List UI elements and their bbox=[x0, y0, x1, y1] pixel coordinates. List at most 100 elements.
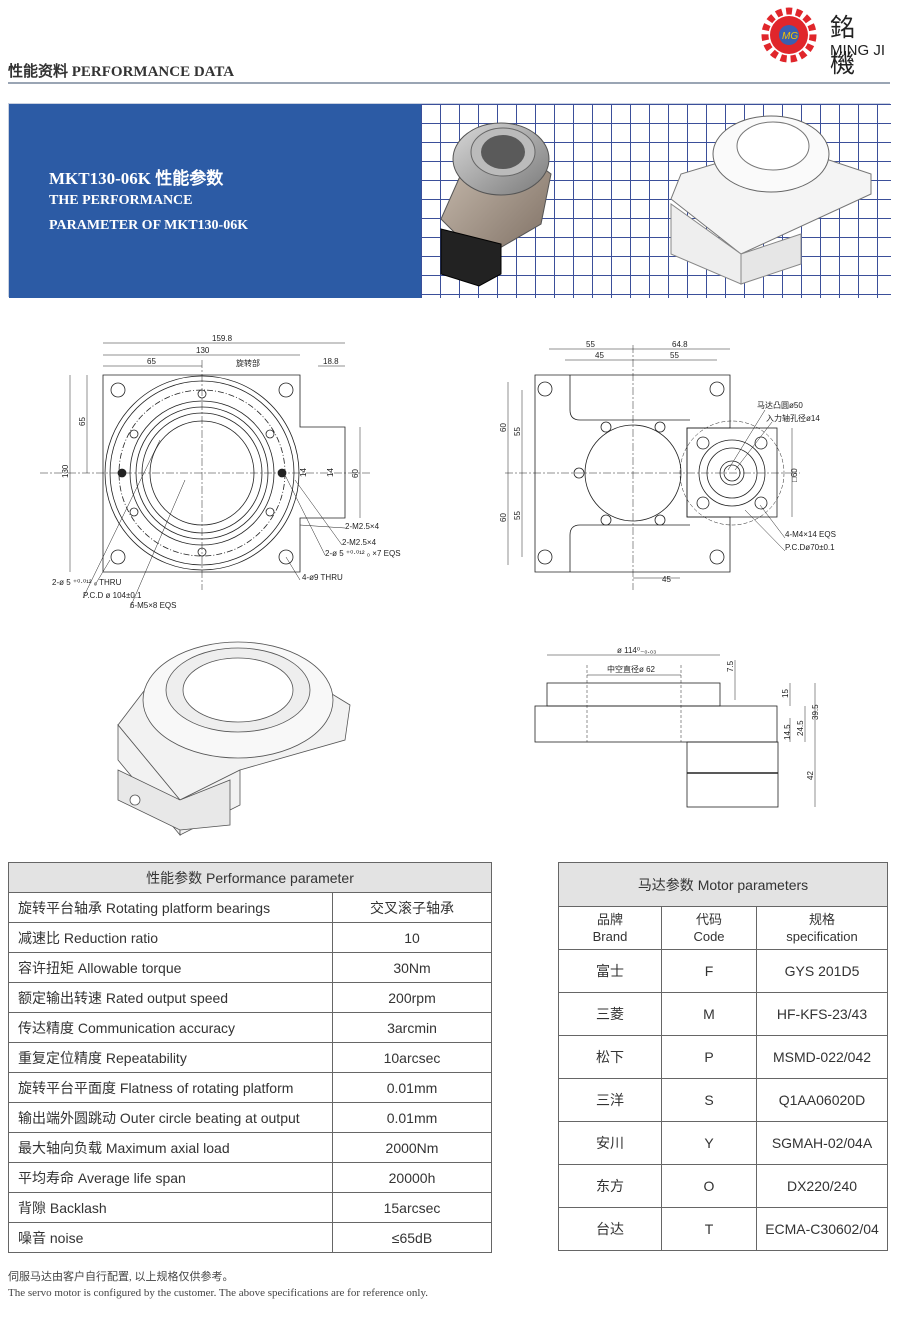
dim-24-5: 24.5 bbox=[796, 720, 805, 736]
top-view-drawing bbox=[40, 342, 370, 609]
motor-spec: SGMAH-02/04A bbox=[756, 1121, 888, 1165]
dim-114: ø 114⁰₋₀.₀₃ bbox=[617, 646, 656, 655]
dim-60: 60 bbox=[351, 469, 360, 478]
header-brand-en: Brand bbox=[592, 929, 628, 944]
param-label: 最大轴向负载 Maximum axial load bbox=[8, 1132, 333, 1163]
footnote-cn: 伺服马达由客户自行配置, 以上规格仅供参考。 bbox=[8, 1271, 234, 1283]
motor-brand: 三洋 bbox=[558, 1078, 662, 1122]
product-render-images bbox=[440, 115, 872, 287]
label-pcd-70: P.C.Dø70±0.1 bbox=[785, 543, 835, 552]
dim-55-h: 55 bbox=[586, 340, 595, 349]
motor-spec: MSMD-022/042 bbox=[756, 1035, 888, 1079]
param-label: 背隙 Backlash bbox=[8, 1192, 333, 1223]
param-value: 10arcsec bbox=[332, 1042, 492, 1073]
header-brand: 品牌 Brand bbox=[558, 906, 662, 950]
bottom-view-drawing bbox=[505, 345, 800, 590]
dim-39-5: 39.5 bbox=[811, 704, 820, 720]
motor-code: F bbox=[661, 949, 757, 993]
banner-grid-panel bbox=[421, 104, 891, 298]
param-value: 15arcsec bbox=[332, 1192, 492, 1223]
header-code-cn: 代码 bbox=[695, 912, 722, 927]
dim-55b: 55 bbox=[513, 511, 522, 520]
dim-18-8: 18.8 bbox=[323, 357, 339, 366]
motor-table-title: 马达参数 Motor parameters bbox=[558, 862, 888, 907]
param-value: 200rpm bbox=[332, 982, 492, 1013]
product-render-line bbox=[670, 115, 872, 285]
motor-brand: 三菱 bbox=[558, 992, 662, 1036]
dim-64-8: 64.8 bbox=[672, 340, 688, 349]
param-label: 传达精度 Communication accuracy bbox=[8, 1012, 333, 1043]
header-spec-cn: 规格 bbox=[808, 912, 835, 927]
label-pin-thru: 2-ø 5 ⁺⁰·⁰¹² ₀ THRU bbox=[52, 578, 122, 587]
dim-15: 15 bbox=[781, 689, 790, 698]
motor-brand: 东方 bbox=[558, 1164, 662, 1208]
logo-mark-text: MG bbox=[782, 31, 798, 42]
motor-code: S bbox=[661, 1078, 757, 1122]
technical-drawings: 159.8 130 65 18.8 130 65 60 14 14 旋转部 2-… bbox=[40, 334, 836, 837]
motor-brand: 富士 bbox=[558, 949, 662, 993]
product-render-color bbox=[440, 122, 552, 287]
motor-spec: ECMA-C30602/04 bbox=[756, 1207, 888, 1251]
motor-spec: GYS 201D5 bbox=[756, 949, 888, 993]
motor-code: M bbox=[661, 992, 757, 1036]
brand-name-cn: 銘 機 bbox=[830, 13, 860, 78]
motor-code: T bbox=[661, 1207, 757, 1251]
dim-7-5: 7.5 bbox=[726, 660, 735, 672]
dim-159-8: 159.8 bbox=[212, 334, 233, 343]
label-motor-boss: 马达凸圆ø50 bbox=[757, 400, 803, 410]
dim-14-5: 14.5 bbox=[783, 724, 792, 740]
motor-code: Y bbox=[661, 1121, 757, 1165]
dim-130-h: 130 bbox=[196, 346, 210, 355]
label-thru-9: 4-ø9 THRU bbox=[302, 573, 343, 582]
param-label: 减速比 Reduction ratio bbox=[8, 922, 333, 953]
param-value: 30Nm bbox=[332, 952, 492, 983]
label-m4: 4-M4×14 EQS bbox=[785, 530, 836, 539]
label-hollow-62: 中空直径ø 62 bbox=[607, 664, 656, 674]
side-view-drawing bbox=[534, 654, 816, 808]
label-m5: 6-M5×8 EQS bbox=[130, 601, 176, 610]
param-label: 旋转平台平面度 Flatness of rotating platform bbox=[8, 1072, 333, 1103]
banner-subtitle-2: PARAMETER OF MKT130-06K bbox=[49, 218, 249, 233]
param-label: 旋转平台轴承 Rotating platform bearings bbox=[8, 892, 333, 923]
motor-brand: 松下 bbox=[558, 1035, 662, 1079]
motor-code: P bbox=[661, 1035, 757, 1079]
section-divider bbox=[8, 82, 890, 84]
param-value: 0.01mm bbox=[332, 1072, 492, 1103]
banner-title: MKT130-06K 性能参数 bbox=[49, 169, 224, 188]
header-brand-cn: 品牌 bbox=[596, 912, 623, 927]
footnote-en: The servo motor is configured by the cus… bbox=[8, 1287, 428, 1299]
dim-55-h2: 55 bbox=[670, 351, 679, 360]
label-input-bore: 入力轴孔径ø14 bbox=[766, 413, 820, 423]
dim-65-h: 65 bbox=[147, 357, 156, 366]
param-value: 2000Nm bbox=[332, 1132, 492, 1163]
param-label: 容许扭矩 Allowable torque bbox=[8, 952, 333, 983]
motor-brand: 台达 bbox=[558, 1207, 662, 1251]
dim-14b: 14 bbox=[326, 468, 335, 477]
label-m25-b: 2-M2.5×4 bbox=[342, 538, 377, 547]
param-label: 噪音 noise bbox=[8, 1222, 333, 1253]
product-banner: MKT130-06K 性能参数 THE PERFORMANCE PARAMETE… bbox=[8, 103, 891, 298]
label-square-60: □60 bbox=[790, 468, 799, 482]
dim-45-bottom: 45 bbox=[662, 575, 671, 584]
dim-45-h: 45 bbox=[595, 351, 604, 360]
param-label: 重复定位精度 Repeatability bbox=[8, 1042, 333, 1073]
param-label: 额定输出转速 Rated output speed bbox=[8, 982, 333, 1013]
motor-brand: 安川 bbox=[558, 1121, 662, 1165]
banner-subtitle-1: THE PERFORMANCE bbox=[49, 193, 193, 208]
param-value: 交叉滚子轴承 bbox=[332, 892, 492, 923]
brand-logo: MG 銘 機 MING JI bbox=[758, 6, 893, 78]
